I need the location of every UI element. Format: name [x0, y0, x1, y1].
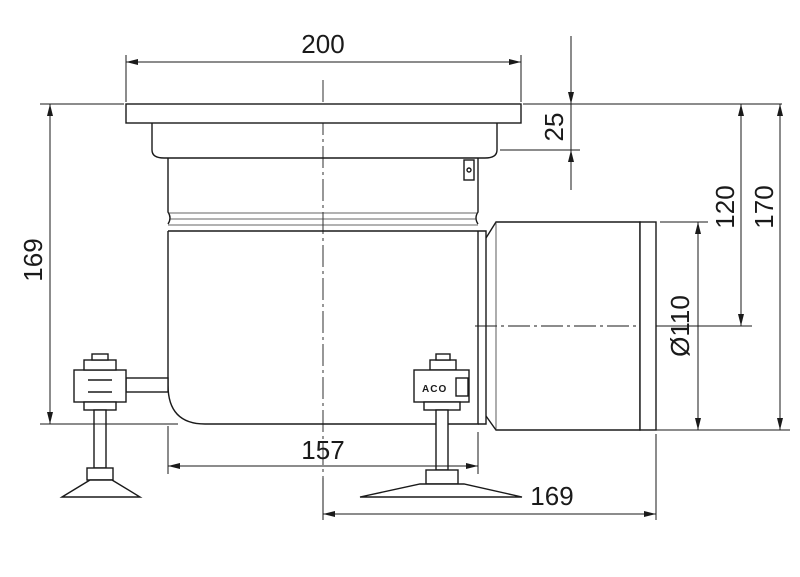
aco-label: ACO	[422, 384, 447, 395]
left-foot	[59, 353, 169, 498]
dim-label-200: 200	[301, 29, 344, 59]
upper-body	[167, 158, 479, 225]
dim-label-169-left: 169	[18, 238, 48, 281]
outlet-pipe	[478, 221, 657, 431]
dim-label-157: 157	[301, 435, 344, 465]
dim-label-d110: Ø110	[665, 295, 695, 357]
dim-label-170: 170	[749, 185, 779, 228]
dimension-flange-height: 25	[500, 36, 782, 190]
dimension-left-height: 169	[18, 103, 178, 425]
drain-body	[125, 103, 522, 425]
right-foot: ACO	[359, 353, 523, 498]
dim-label-25: 25	[539, 113, 569, 142]
dimension-body-width: 157	[167, 426, 479, 474]
dimension-120: 120	[656, 104, 752, 327]
flange-collar	[151, 123, 498, 159]
dim-label-120: 120	[710, 185, 740, 228]
dimension-170: 170	[656, 104, 790, 431]
hinge-tab	[463, 159, 475, 181]
dim-label-169-bottom: 169	[530, 481, 573, 511]
dimension-outlet-length: 169	[322, 434, 657, 520]
top-flange-plate	[125, 103, 522, 124]
dimension-outlet-diameter: Ø110	[660, 221, 708, 430]
center-lines	[322, 80, 655, 520]
dimension-top-width: 200	[125, 29, 522, 102]
